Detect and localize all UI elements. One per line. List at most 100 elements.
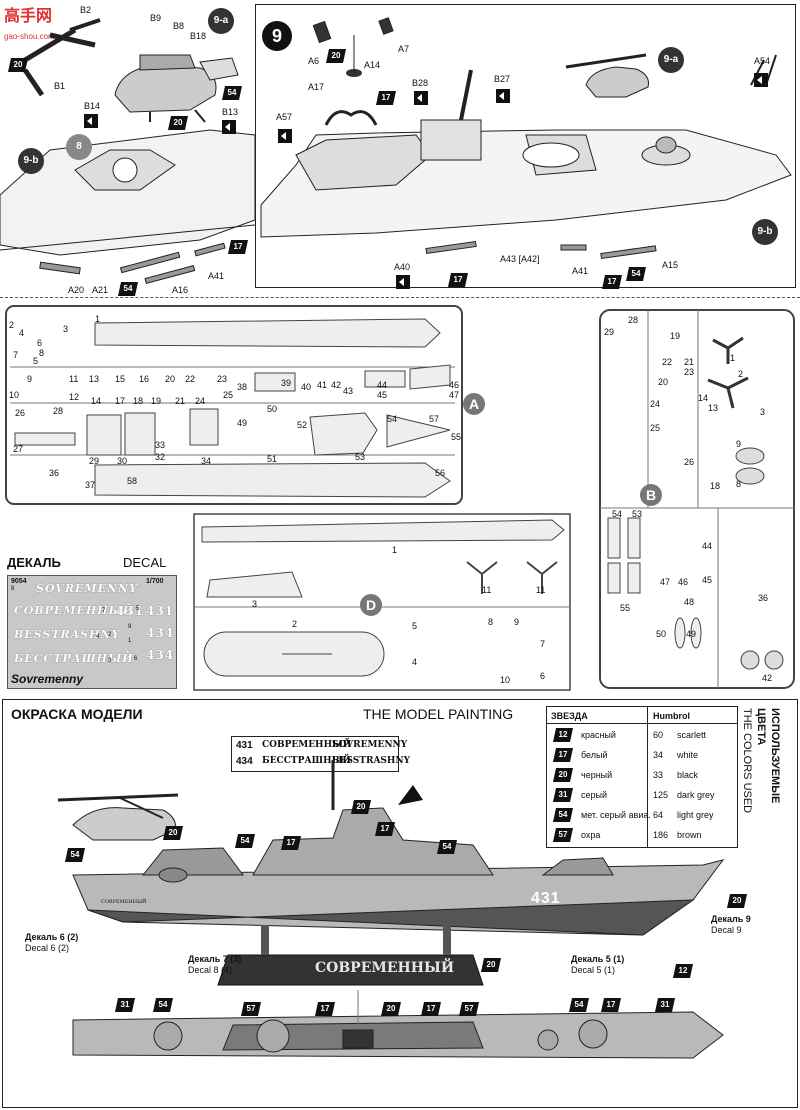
legend-humbrol-num: 125 xyxy=(653,790,669,800)
cement-icon xyxy=(278,129,292,143)
color-tag-20: 20 xyxy=(553,768,573,782)
decal-title-ru: ДЕКАЛЬ xyxy=(7,555,61,570)
step8-ref-badge: 8 xyxy=(66,134,92,160)
decal-mark-6: 6 xyxy=(134,656,138,662)
sprue-b-part-19: 19 xyxy=(670,331,681,341)
cement-icon xyxy=(222,120,236,134)
sprue-b-part-23: 23 xyxy=(684,367,695,377)
sprue-a-part-55: 55 xyxy=(451,432,462,442)
label-a7: A7 xyxy=(398,44,410,54)
callout-decal9-ru: Декаль 9 xyxy=(711,914,751,924)
sprue-a-part-16: 16 xyxy=(139,374,150,384)
label-b28: B28 xyxy=(412,78,429,88)
decal-name-besstrashny-en: BESSTRASHNY xyxy=(14,628,121,641)
label-a20: A20 xyxy=(68,285,85,295)
sprue-d-part-8: 8 xyxy=(488,617,494,627)
callout-decal8-en: Decal 8 (4) xyxy=(188,965,233,975)
sprue-b-letter-badge: B xyxy=(640,484,662,506)
sprue-b-part-2: 2 xyxy=(738,369,744,379)
subassembly-9b-badge: 9-b xyxy=(18,148,44,174)
label-a16: A16 xyxy=(172,285,189,295)
subassembly-9a-badge: 9-a xyxy=(208,8,234,34)
sprue-a-part-47: 47 xyxy=(449,390,460,400)
sprue-b-part-54: 54 xyxy=(612,509,623,519)
legend-row: 12 красный 60 scarlett xyxy=(547,725,737,745)
sprue-b-part-45: 45 xyxy=(702,575,713,585)
sprue-a-part-41: 41 xyxy=(317,380,328,390)
label-a41: A41 xyxy=(572,266,589,276)
sprue-a-part-9: 9 xyxy=(27,374,33,384)
sprue-d-part-6: 6 xyxy=(540,671,546,681)
step-number-badge: 9 xyxy=(262,21,292,51)
legend-en: brown xyxy=(677,830,702,840)
callout-decal9-en: Decal 9 xyxy=(711,925,742,935)
legend-humbrol-num: 64 xyxy=(653,810,664,820)
label-a17: A17 xyxy=(308,82,325,92)
sprue-a-part-20: 20 xyxy=(165,374,176,384)
label-a14: A14 xyxy=(364,60,381,70)
color-tag-17: 17 xyxy=(553,748,573,762)
sprue-a-part-19: 19 xyxy=(151,396,162,406)
sprue-a-part-44: 44 xyxy=(377,380,388,390)
color-tag-17: 17 xyxy=(376,91,396,105)
color-tag-31: 31 xyxy=(655,998,675,1012)
sprue-b-part-36: 36 xyxy=(758,593,769,603)
label-b1: B1 xyxy=(54,81,66,91)
sprue-a-part-3: 3 xyxy=(63,324,69,334)
sprue-b-part-24: 24 xyxy=(650,399,661,409)
sprue-a-part-56: 56 xyxy=(435,468,446,478)
sprue-b-part-49: 49 xyxy=(686,629,697,639)
paint-legend-table: ЗВЕЗДА Humbrol 12 красный 60 scarlett 17… xyxy=(546,706,738,848)
sprue-b-part-53: 53 xyxy=(632,509,643,519)
sprue-a-part-23: 23 xyxy=(217,374,228,384)
sprue-d-letter-badge: D xyxy=(360,594,382,616)
sprue-b-part-48: 48 xyxy=(684,597,695,607)
callout-decal6-en: Decal 6 (2) xyxy=(25,943,70,953)
color-tag-17: 17 xyxy=(281,836,301,850)
decal-name-sovremenny-ru: СОВРЕМЕННЫЙ xyxy=(14,604,135,617)
sprue-b-part-20: 20 xyxy=(658,377,669,387)
color-tag-54: 54 xyxy=(626,267,646,281)
color-tag-20: 20 xyxy=(163,826,183,840)
label-b13: B13 xyxy=(222,107,239,117)
decal-title-en: DECAL xyxy=(123,555,167,570)
sprue-a-part-33: 33 xyxy=(155,440,166,450)
sprue-d-part-11b: 11 xyxy=(536,585,546,595)
sprue-a-part-5: 5 xyxy=(33,356,39,366)
decal-section: ДЕКАЛЬ DECAL xyxy=(5,555,180,690)
decal-mark-1: 1 xyxy=(128,638,132,644)
color-tag-20: 20 xyxy=(168,116,188,130)
colors-used-ru-1: ИСПОЛЬЗУЕМЫЕ xyxy=(769,708,781,804)
sprue-b-part-26: 26 xyxy=(684,457,695,467)
sprue-a: 1 2 3 4 5 6 7 8 9 10 11 12 13 14 15 16 1… xyxy=(5,305,485,505)
sprue-a-part-8: 8 xyxy=(39,348,45,358)
sprue-a-part-28: 28 xyxy=(53,406,64,416)
label-a43: A43 [A42] xyxy=(500,254,540,264)
subassembly-9a-badge: 9-a xyxy=(658,47,684,73)
decal-scale: 1/700 xyxy=(146,578,164,585)
sprue-d-part-9: 9 xyxy=(514,617,520,627)
colors-used-ru-2: ЦВЕТА xyxy=(755,708,767,746)
sprue-a-part-58: 58 xyxy=(127,476,138,486)
sprue-d-drawing xyxy=(193,513,571,691)
color-tag-17: 17 xyxy=(228,240,248,254)
sprue-d: 1 2 3 4 5 6 7 8 9 10 11 11 D xyxy=(192,512,572,692)
color-tag-20: 20 xyxy=(351,800,371,814)
sprue-a-part-12: 12 xyxy=(69,392,80,402)
legend-ru: черный xyxy=(581,770,613,780)
legend-humbrol-num: 60 xyxy=(653,730,664,740)
sprue-b-part-47: 47 xyxy=(660,577,671,587)
color-tag-20: 20 xyxy=(727,894,747,908)
sprue-a-part-52: 52 xyxy=(297,420,308,430)
names-box-en-2: BESSTRASHNY xyxy=(332,756,411,766)
sprue-b-part-25: 25 xyxy=(650,423,661,433)
label-a15: A15 xyxy=(662,260,679,270)
sprue-a-part-50: 50 xyxy=(267,404,278,414)
cement-icon xyxy=(396,275,410,289)
label-b8: B8 xyxy=(173,21,185,31)
legend-humbrol-num: 34 xyxy=(653,750,664,760)
decal-number-431: 431 xyxy=(116,604,145,618)
legend-humbrol-num: 33 xyxy=(653,770,664,780)
sprue-b-part-55: 55 xyxy=(620,603,631,613)
decal-sheet: 9054 1/700 SOVREMENNY СОВРЕМЕННЫЙ BESSTR… xyxy=(7,575,177,689)
